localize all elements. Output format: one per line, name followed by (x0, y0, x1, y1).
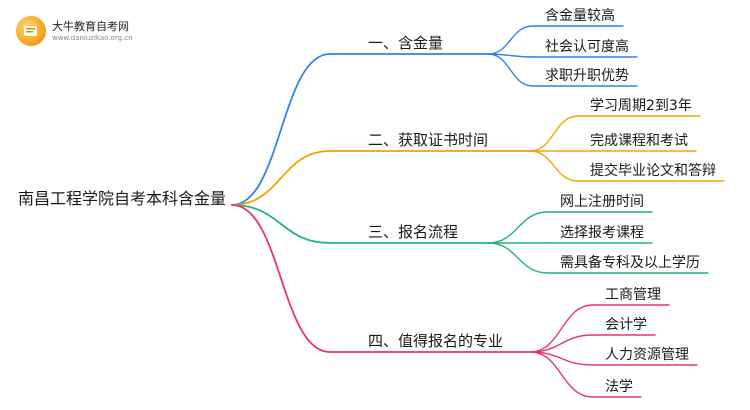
leaf-node: 完成课程和考试 (590, 133, 688, 149)
leaf-node: 工商管理 (605, 287, 661, 303)
leaf-node: 学习周期2到3年 (590, 98, 692, 114)
site-logo: 大牛教育自考网 www.daniuzikao.org.cn (16, 16, 133, 46)
branch-node-majors: 四、值得报名的专业 (368, 332, 504, 350)
leaf-node: 求职升职优势 (545, 68, 629, 84)
branch-leaf-connector (487, 211, 549, 244)
leaf-node: 人力资源管理 (605, 347, 689, 363)
leaf-node: 需具备专科及以上学历 (560, 255, 700, 271)
branch-node-value: 一、含金量 (368, 34, 444, 52)
leaf-node: 提交毕业论文和答辩 (590, 163, 716, 179)
logo-name: 大牛教育自考网 (52, 19, 129, 33)
leaf-node: 网上注册时间 (560, 194, 644, 210)
branch-leaf-connector (487, 242, 549, 274)
root-branch-connector (231, 204, 331, 353)
root-branch-connector (231, 150, 331, 206)
branch-leaf-connector (529, 304, 594, 353)
branch-leaf-connector (487, 25, 534, 55)
branch-node-registration: 三、报名流程 (368, 223, 459, 241)
leaf-node: 法学 (605, 379, 633, 395)
branch-leaf-connector (529, 115, 579, 152)
branch-node-certificate-time: 二、获取证书时间 (368, 131, 489, 149)
branch-leaf-connector (529, 351, 594, 398)
leaf-node: 含金量较高 (545, 8, 615, 24)
root-branch-connector (231, 53, 331, 206)
leaf-node: 选择报考课程 (560, 225, 644, 241)
leaf-node: 社会认可度高 (545, 39, 629, 55)
book-icon (16, 16, 46, 46)
root-node: 南昌工程学院自考本科含金量 (18, 189, 227, 208)
branch-leaf-connector (529, 150, 579, 182)
branch-leaf-connector (487, 53, 534, 87)
leaf-node: 会计学 (605, 317, 647, 333)
root-branch-connector (231, 204, 331, 244)
branch-leaf-connector (529, 334, 594, 353)
logo-url: www.daniuzikao.org.cn (52, 33, 133, 42)
